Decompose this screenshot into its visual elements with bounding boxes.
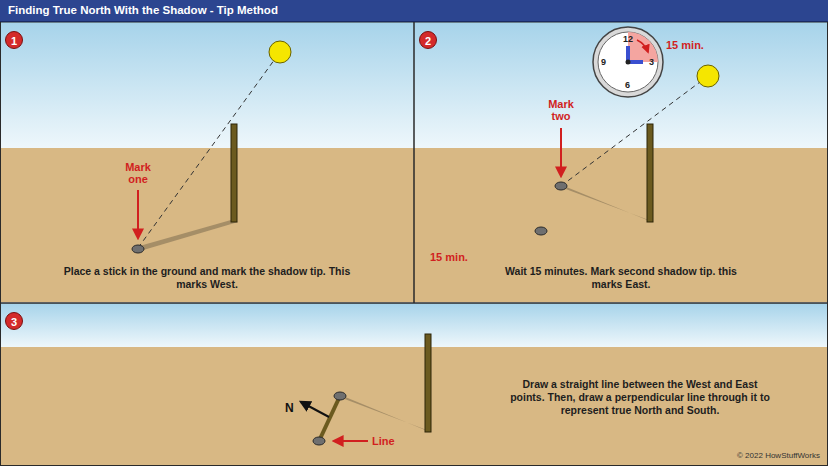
step-number: 3 bbox=[5, 312, 23, 330]
sun-ray bbox=[138, 52, 280, 248]
clock-face bbox=[598, 32, 658, 92]
shadow bbox=[136, 220, 238, 251]
direction-label: N bbox=[285, 401, 294, 415]
ground bbox=[0, 148, 414, 302]
sun bbox=[269, 41, 291, 63]
callout-label: 15 min. bbox=[430, 251, 468, 263]
ground bbox=[0, 347, 828, 466]
copyright-note: © 2022 HowStuffWorks bbox=[737, 451, 820, 460]
sun-ray bbox=[561, 76, 708, 186]
step-number: 2 bbox=[419, 31, 437, 49]
step-caption: Wait 15 minutes. Mark second shadow tip.… bbox=[497, 265, 745, 291]
sun bbox=[697, 65, 719, 87]
title-text: Finding True North With the Shadow - Tip… bbox=[8, 4, 278, 16]
callout-label: Mark two bbox=[544, 98, 578, 122]
stick bbox=[425, 334, 431, 432]
clock-pin bbox=[626, 60, 631, 65]
panel-divider bbox=[413, 22, 415, 303]
stick bbox=[647, 124, 653, 222]
ground bbox=[414, 148, 828, 302]
leader-arrow bbox=[560, 128, 562, 176]
shadow bbox=[338, 394, 432, 432]
clock-number: 9 bbox=[601, 57, 606, 67]
clock-number: 12 bbox=[623, 34, 633, 44]
step-panel: 3Draw a straight line between the West a… bbox=[0, 303, 828, 466]
stick bbox=[231, 124, 237, 222]
step-caption: Draw a straight line between the West an… bbox=[504, 378, 776, 417]
stone bbox=[555, 182, 567, 190]
sky bbox=[0, 303, 828, 347]
clock-number: 6 bbox=[625, 80, 630, 90]
time-arrow bbox=[637, 40, 648, 52]
north-arrow bbox=[301, 402, 329, 417]
callout-label: 15 min. bbox=[666, 39, 704, 51]
clock-number: 3 bbox=[649, 57, 654, 67]
frame bbox=[1, 22, 828, 466]
stone bbox=[313, 437, 325, 445]
leader-arrow bbox=[137, 190, 139, 238]
step-panel: 1Place a stick in the ground and mark th… bbox=[0, 22, 414, 303]
callout-label: Line bbox=[372, 435, 395, 447]
step-panel: 2Wait 15 minutes. Mark second shadow tip… bbox=[414, 22, 828, 303]
leader-arrow bbox=[334, 440, 368, 442]
stone bbox=[535, 227, 547, 235]
callout-label: Mark one bbox=[121, 161, 155, 185]
shadow bbox=[559, 184, 654, 222]
title-bar: Finding True North With the Shadow - Tip… bbox=[0, 0, 828, 22]
panel-divider bbox=[0, 302, 828, 304]
sky bbox=[414, 22, 828, 148]
stone bbox=[334, 392, 346, 400]
west-east-line bbox=[319, 396, 340, 441]
step-caption: Place a stick in the ground and mark the… bbox=[57, 265, 357, 291]
clock-ring bbox=[593, 27, 663, 97]
stone bbox=[132, 245, 144, 253]
sky bbox=[0, 22, 414, 148]
step-number: 1 bbox=[5, 31, 23, 49]
